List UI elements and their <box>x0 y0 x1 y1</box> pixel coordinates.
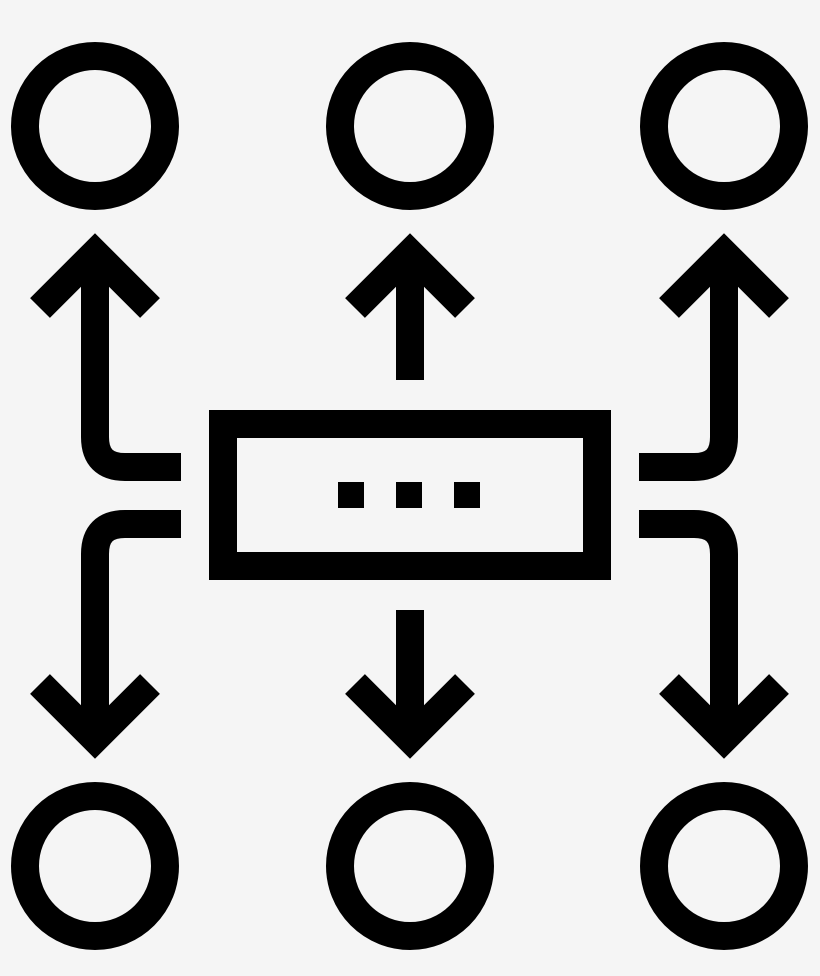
bottom-right-node-icon <box>640 782 808 950</box>
top-center-node-icon <box>326 42 494 210</box>
hub-dot-icon <box>396 482 422 508</box>
arrow-down-right-icon <box>639 510 789 759</box>
arrow-up-left-icon <box>30 233 181 481</box>
hub-dot-icon <box>338 482 364 508</box>
bottom-left-node-icon <box>11 782 179 950</box>
bottom-center-node-icon <box>326 782 494 950</box>
arrow-down-center-icon <box>345 610 475 759</box>
arrow-up-center-icon <box>345 233 475 380</box>
arrow-down-left-icon <box>30 510 181 759</box>
arrow-up-right-icon <box>639 233 789 481</box>
top-right-node-icon <box>640 42 808 210</box>
top-left-node-icon <box>11 42 179 210</box>
hub-box-icon <box>209 410 611 580</box>
hub-dot-icon <box>454 482 480 508</box>
